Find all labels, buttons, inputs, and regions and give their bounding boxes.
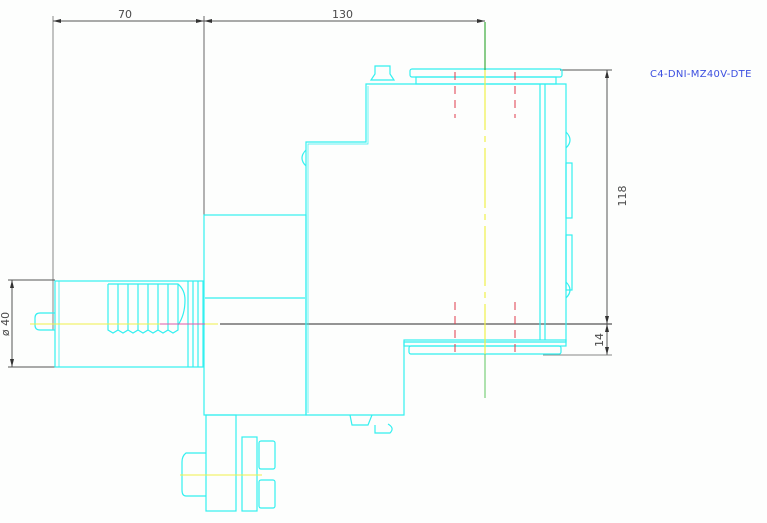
- dimension-arrows: [10, 19, 609, 367]
- tool-holder-outline: [34, 65, 573, 512]
- lower-bracket: [205, 414, 237, 512]
- connector: [181, 452, 206, 497]
- top-pulley: [409, 68, 563, 78]
- top-nut: [369, 65, 396, 81]
- serrations: [107, 283, 186, 334]
- dim-height-offset: 14: [593, 333, 606, 347]
- dim-width-left: 70: [118, 8, 132, 21]
- hidden-lines: [454, 72, 516, 352]
- dim-width-right: 130: [332, 8, 353, 21]
- main-body: [305, 83, 567, 416]
- part-number-label: C4-DNI-MZ40V-DTE: [650, 69, 752, 80]
- dim-height-main: 118: [616, 186, 629, 207]
- dim-shank-diameter: ø 40: [0, 312, 12, 336]
- dimension-lines: [8, 16, 612, 368]
- centerlines: [30, 22, 486, 476]
- flange: [203, 214, 307, 416]
